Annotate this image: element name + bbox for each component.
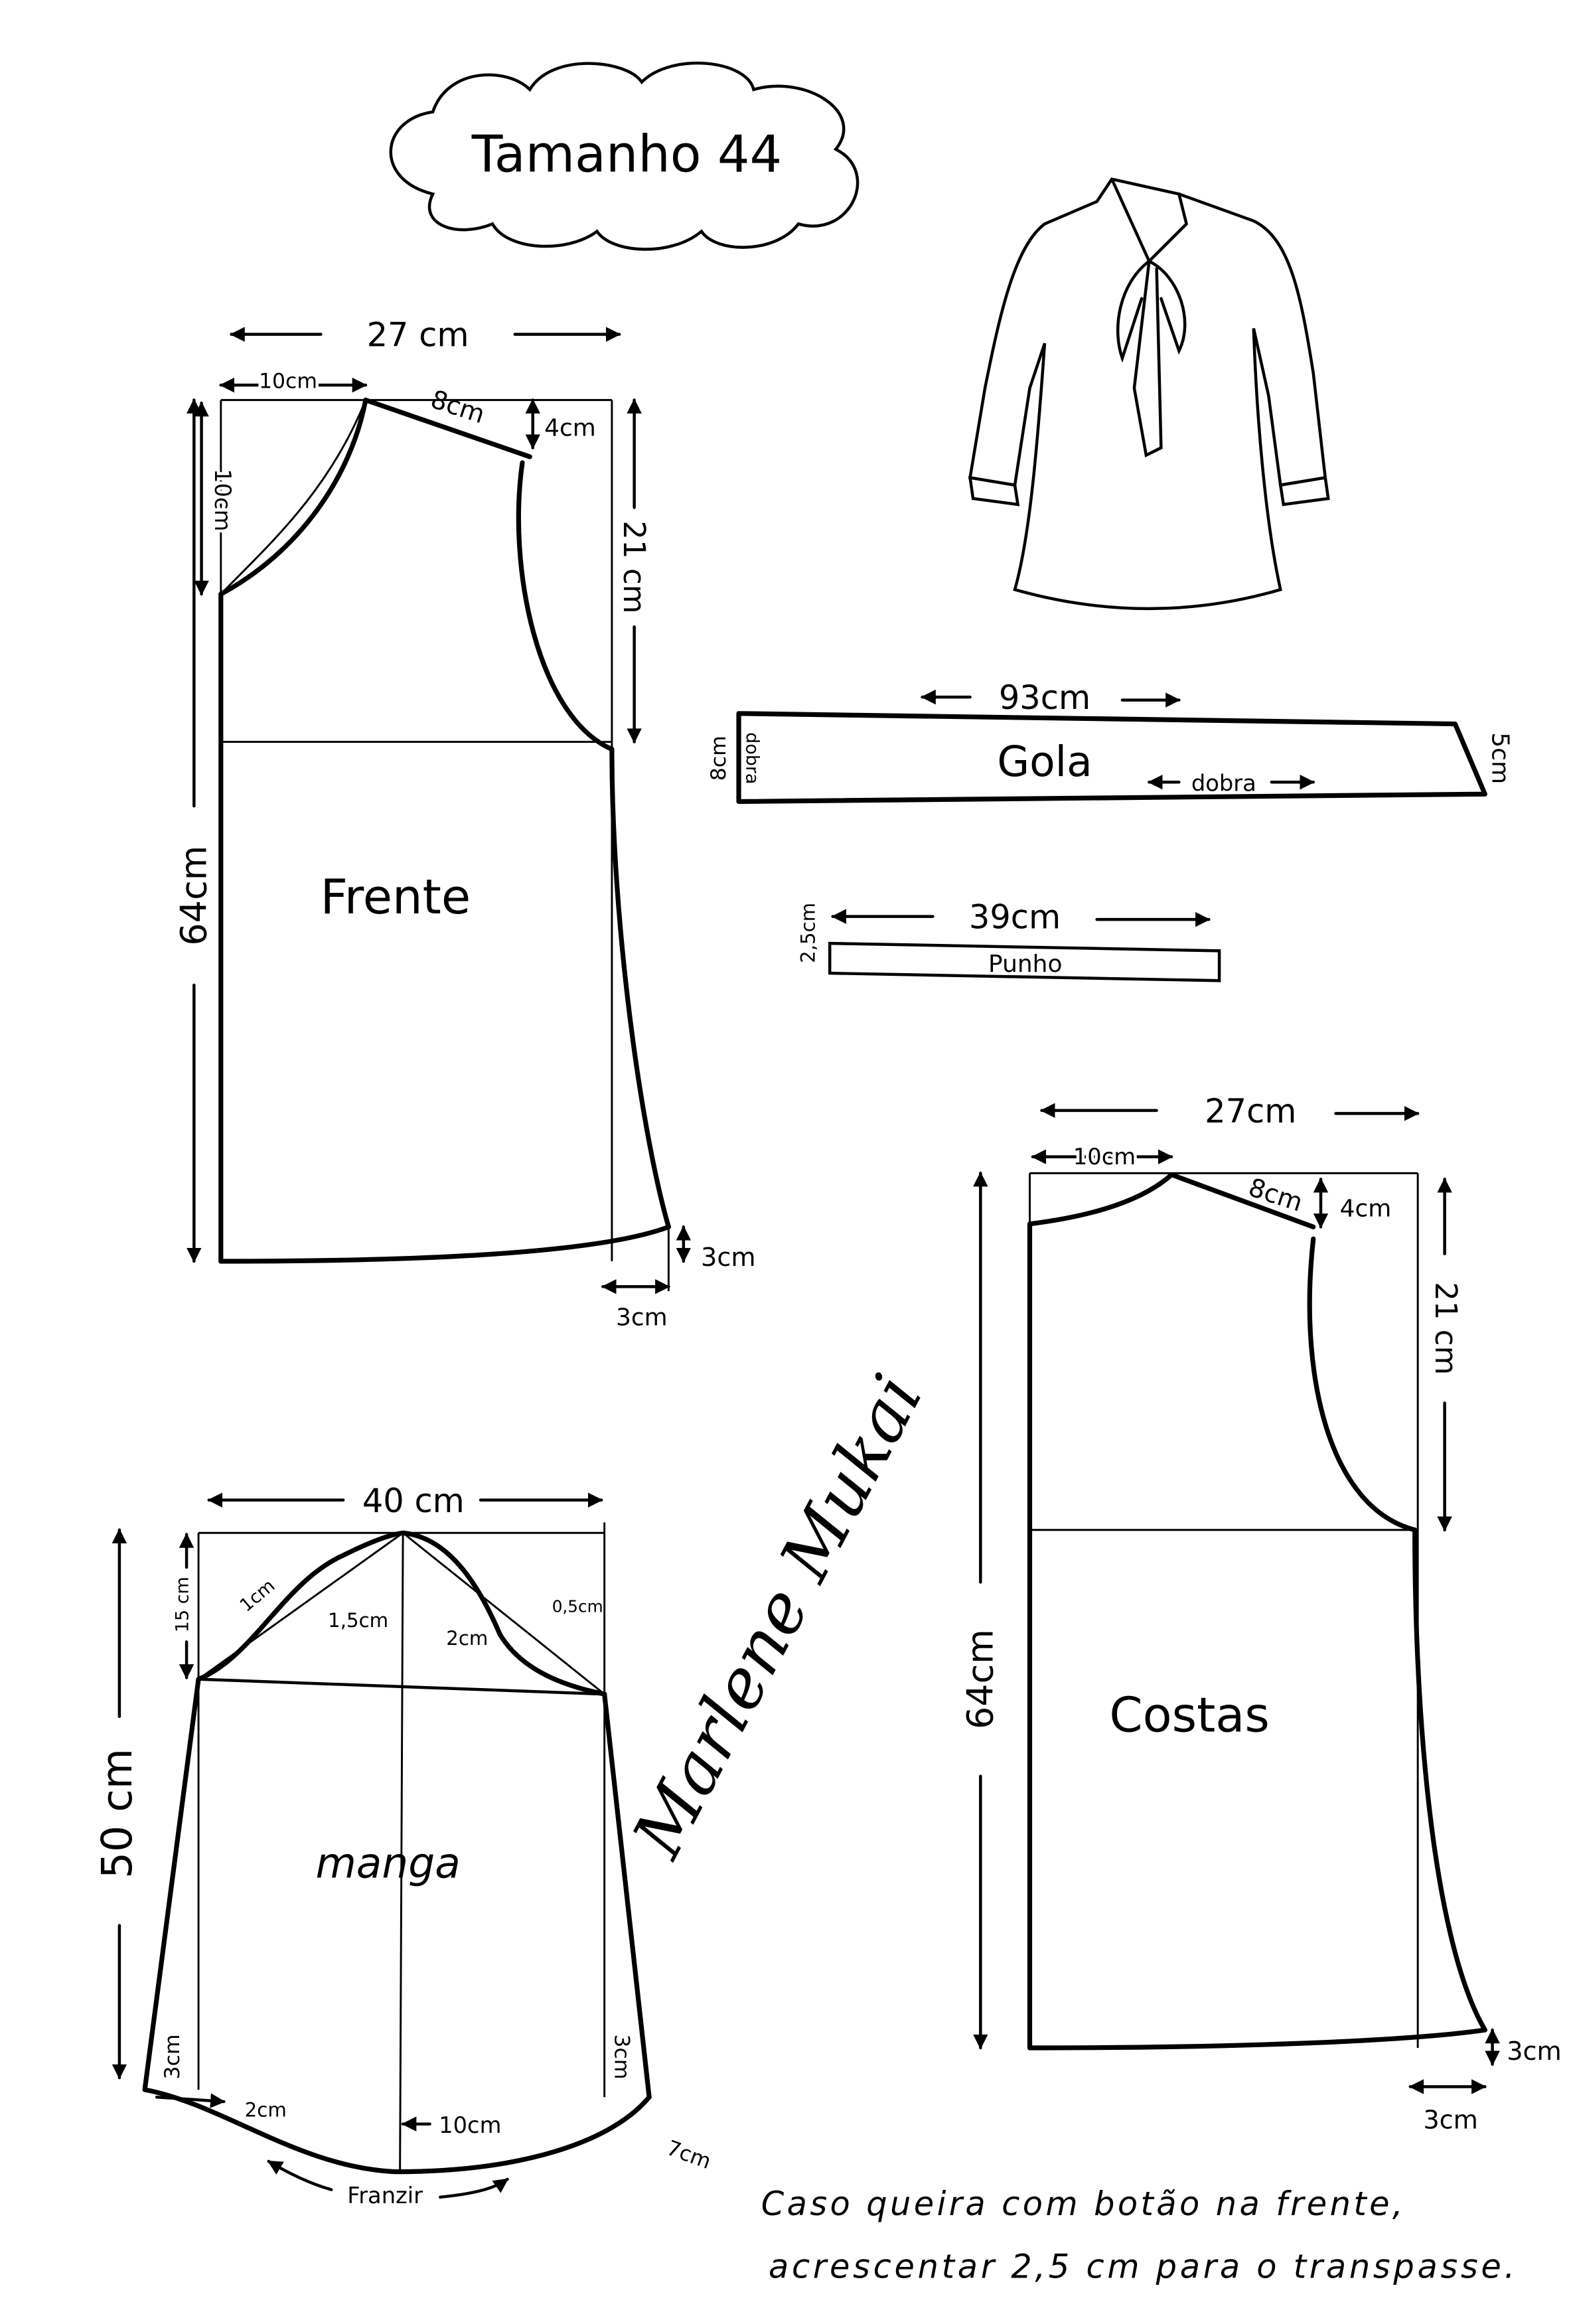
gola-piece: 93cm 8cm dobra Gola dobra 5cm [707,678,1514,805]
manga-hem-right: 3cm [609,2035,633,2080]
title: Tamanho 44 [471,125,782,185]
costas-neck-width: 10cm [1073,1144,1136,1170]
frente-neck-depth: 10cm [210,469,236,531]
manga-hem-10: 10cm [439,2112,501,2138]
gola-length: 93cm [999,678,1090,717]
gola-height-left: 8cm [707,736,731,781]
frente-shoulder-drop: 4cm [544,415,596,442]
gola-fold-bottom: dobra [1191,771,1256,797]
manga-piece: manga 40 cm 15 cm 1cm 1,5cm 2cm 0,5cm 50… [93,1482,714,2208]
manga-label: manga [315,1839,460,1888]
gola-fold-side: dobra [741,732,762,784]
frente-hem-rise: 3cm [701,1243,756,1273]
title-cloud: Tamanho 44 [389,61,860,251]
manga-cap-1: 1cm [236,1575,279,1616]
note-line-2: acrescentar 2,5 cm para o transpasse. [769,2247,1515,2285]
manga-length: 50 cm [93,1748,141,1879]
frente-neck-width: 10cm [259,370,317,394]
manga-cap-height: 15 cm [172,1577,192,1632]
punho-piece: 39cm 2,5cm Punho [797,898,1221,982]
frente-label: Frente [321,869,471,925]
manga-cap-2: 1,5cm [328,1609,388,1632]
note-line-1: Caso queira com botão na frente, [761,2185,1403,2223]
manga-width: 40 cm [362,1482,465,1520]
costas-width: 27cm [1205,1092,1296,1130]
punho-height: 2,5cm [797,903,820,963]
frente-hem-out: 3cm [616,1304,668,1332]
costas-hem-out: 3cm [1423,2106,1478,2135]
costas-hem-rise: 3cm [1507,2037,1562,2066]
note: Caso queira com botão na frente, acresce… [761,2185,1515,2285]
gola-label: Gola [997,737,1092,786]
costas-length: 64cm [959,1629,1001,1729]
gola-height-right: 5cm [1487,732,1514,784]
costas-armhole: 21 cm [1428,1282,1463,1375]
manga-hem-7: 7cm [664,2136,714,2174]
costas-label: Costas [1109,1687,1270,1743]
punho-label: Punho [988,951,1062,978]
manga-hem-2: 2cm [245,2098,287,2121]
manga-cap-3: 2cm [446,1627,488,1650]
signature: Marlene Mukai [617,1362,938,1871]
frente-length: 64cm [173,846,214,946]
costas-shoulder-drop: 4cm [1340,1196,1392,1223]
blouse-illustration [968,177,1330,611]
frente-width: 27 cm [367,316,469,354]
manga-cap-4: 0,5cm [552,1596,603,1616]
signature-text: Marlene Mukai [617,1362,938,1871]
punho-length: 39cm [969,898,1061,937]
manga-gather: Franzir [347,2183,423,2208]
costas-piece: Costas 27cm 10cm 8cm 4cm 21 cm 64cm 3cm … [959,1092,1562,2135]
frente-armhole: 21 cm [617,520,652,613]
frente-piece: Frente 27 cm 10cm 8cm 4cm 10cm 21 cm 64c… [173,316,755,1332]
manga-hem-left: 3cm [161,2035,185,2080]
